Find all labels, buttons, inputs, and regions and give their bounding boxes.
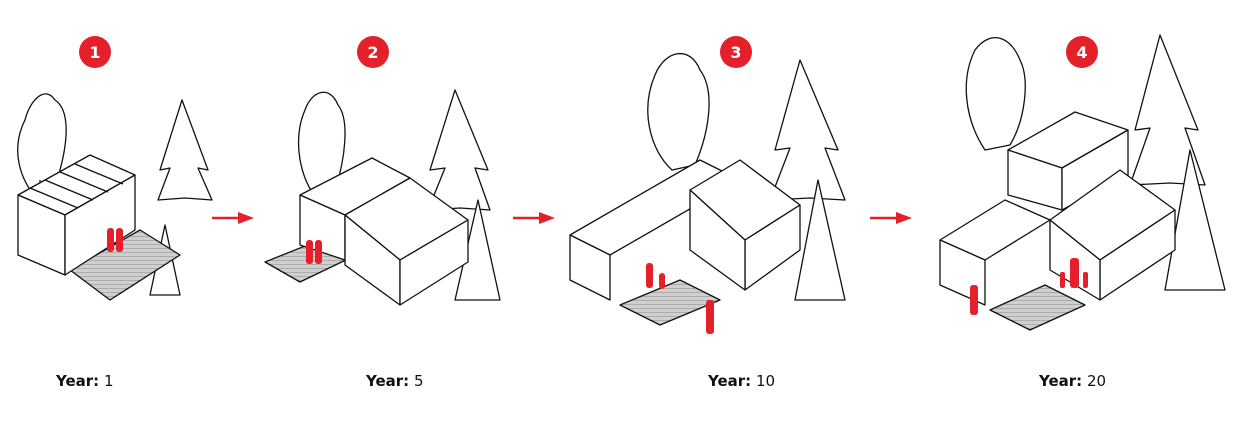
stage-3-drawing bbox=[569, 52, 846, 334]
step-badge-2: 2 bbox=[357, 36, 389, 68]
stage-4-drawing bbox=[939, 34, 1226, 331]
year-label-1: Year: 1 bbox=[56, 372, 114, 390]
stage-1-drawing bbox=[17, 93, 213, 301]
stage-2-drawing bbox=[264, 89, 501, 306]
arrow-right-icon bbox=[513, 212, 555, 224]
year-label-2: Year: 5 bbox=[366, 372, 424, 390]
step-badge-1: 1 bbox=[79, 36, 111, 68]
arrow-right-icon bbox=[870, 212, 912, 224]
conifer-tree bbox=[157, 99, 213, 201]
year-label-3: Year: 10 bbox=[708, 372, 776, 390]
step-badge-3: 3 bbox=[720, 36, 752, 68]
arrow-right-icon bbox=[212, 212, 254, 224]
step-badge-4: 4 bbox=[1066, 36, 1098, 68]
year-label-4: Year: 20 bbox=[1039, 372, 1107, 390]
